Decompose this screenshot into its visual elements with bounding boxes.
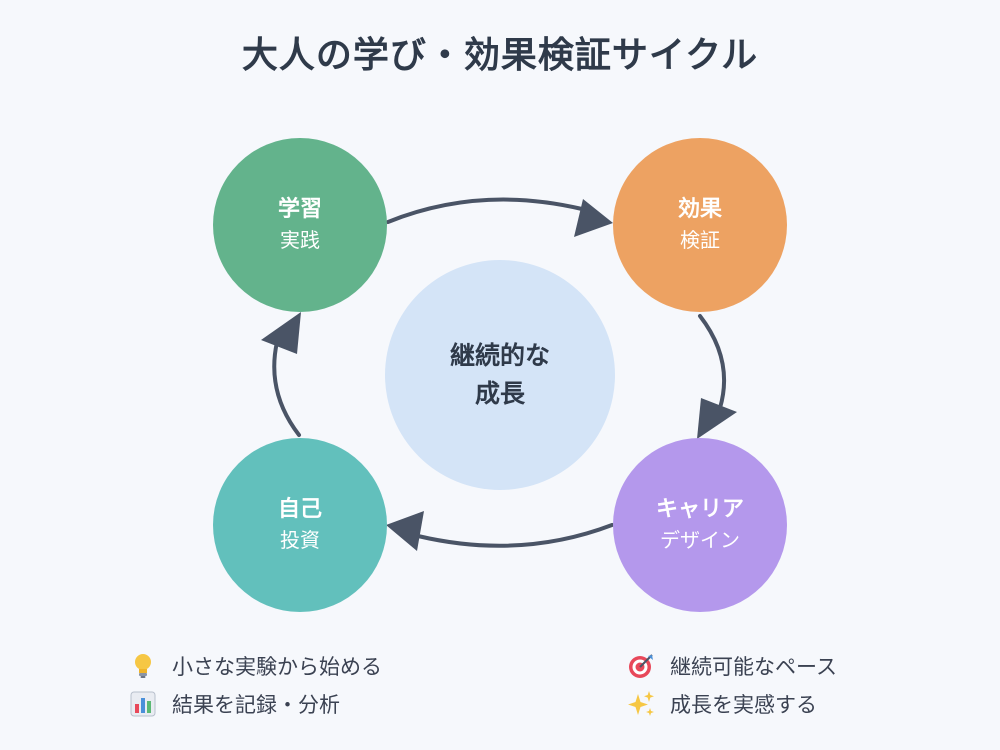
node-effect-subtitle: 検証	[680, 228, 720, 252]
arrow-career-to-self	[416, 523, 614, 548]
tip-text: 小さな実験から始める	[172, 655, 382, 679]
node-learning-title: 学習	[277, 197, 322, 222]
tips-list: 小さな実験から始める 継続可能なペース 結果を記録・分析	[0, 648, 1000, 738]
tip-item: 結果を記録・分析	[128, 686, 340, 722]
node-career-subtitle: デザイン	[660, 528, 740, 552]
arrow-learning-to-effect	[386, 197, 584, 224]
tip-text: 成長を実感する	[670, 693, 817, 717]
tip-item: 継続可能なペース	[626, 648, 837, 684]
arrowhead-career	[697, 398, 737, 439]
arrowhead-learning	[261, 312, 301, 354]
arrow-effect-to-career	[698, 314, 727, 410]
node-self-title: 自己	[277, 497, 322, 522]
bar-chart-icon	[130, 691, 156, 717]
tip-text: 継続可能なペース	[670, 655, 837, 679]
node-self: 自己 投資	[213, 438, 387, 612]
lightbulb-icon	[135, 654, 151, 678]
node-career-title: キャリア	[655, 497, 744, 522]
node-self-subtitle: 投資	[280, 528, 320, 552]
arrowhead-effect	[574, 199, 613, 237]
center-line1: 継続的な	[449, 341, 550, 370]
tip-item: 小さな実験から始める	[128, 648, 382, 684]
diagram-title: 大人の学び・効果検証サイクル	[241, 35, 759, 76]
arrow-self-to-learning	[272, 340, 301, 437]
center-circle: 継続的な 成長	[385, 260, 615, 490]
arrowhead-self	[386, 511, 424, 551]
tip-text: 結果を記録・分析	[172, 693, 340, 717]
node-learning-subtitle: 実践	[280, 228, 320, 252]
target-icon	[629, 654, 653, 678]
node-career: キャリア デザイン	[613, 438, 787, 612]
node-learning: 学習 実践	[213, 138, 387, 312]
sparkles-icon	[628, 691, 654, 716]
center-line2: 成長	[474, 379, 525, 408]
node-effect-title: 効果	[677, 197, 722, 222]
node-effect: 効果 検証	[613, 138, 787, 312]
tip-item: 成長を実感する	[626, 686, 817, 722]
